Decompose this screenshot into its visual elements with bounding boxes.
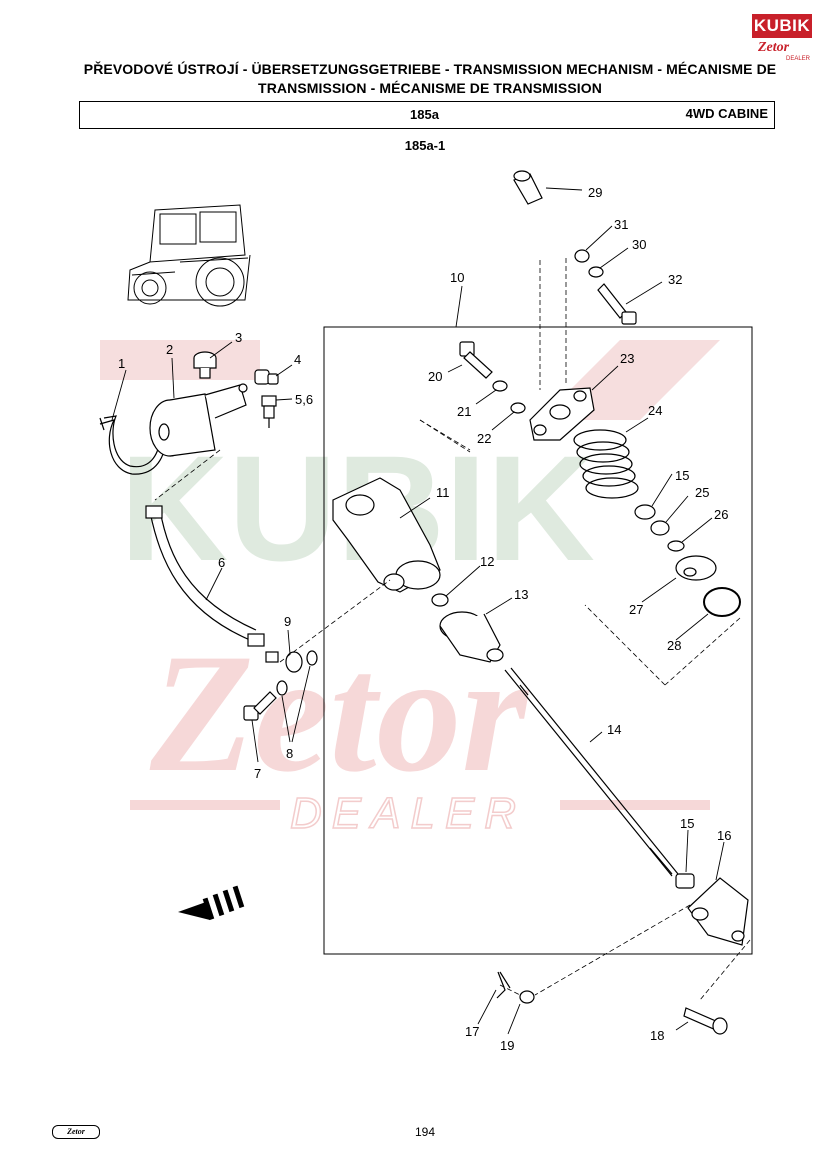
part-15-nut-lower	[675, 873, 695, 889]
callout-32: 32	[668, 272, 682, 287]
callout-22: 22	[477, 431, 491, 446]
callout-3: 3	[235, 330, 242, 345]
part-13-boot	[439, 611, 504, 663]
leader-lines	[111, 187, 725, 1035]
part-11-housing	[332, 477, 441, 593]
part-3-cap	[193, 351, 217, 379]
callout-6: 6	[218, 555, 225, 570]
part-29-cap	[513, 170, 543, 205]
callout-24: 24	[648, 403, 662, 418]
watermark-block	[100, 340, 260, 380]
callout-20: 20	[428, 369, 442, 384]
part-25-nut	[650, 520, 670, 536]
callout-10: 10	[450, 270, 464, 285]
assembly-dash-lines	[154, 258, 751, 1001]
part-20-bolt	[459, 341, 493, 379]
part-15-nut-upper	[634, 504, 656, 520]
footer-zetor-logo: Zetor	[52, 1125, 100, 1139]
part-30-washer	[588, 266, 604, 278]
part-16-clevis	[687, 877, 749, 946]
part-6-pipe	[145, 505, 265, 647]
callout-18: 18	[650, 1028, 664, 1043]
direction-arrow-icon	[178, 885, 245, 921]
part-9-banjo	[265, 650, 318, 696]
callout-29: 29	[588, 185, 602, 200]
page-title-line-1: PŘEVODOVÉ ÚSTROJÍ - ÜBERSETZUNGSGETRIEBE…	[83, 61, 777, 77]
kubik-zetor-logo: KUBIK Zetor DEALER	[752, 14, 812, 64]
callout-21: 21	[457, 404, 471, 419]
part-7-bolt	[243, 691, 277, 721]
callout-13: 13	[514, 587, 528, 602]
part-23-flange	[529, 387, 595, 441]
part-14-rod	[504, 667, 679, 877]
logo-tag: DEALER	[786, 56, 811, 62]
callout-25: 25	[695, 485, 709, 500]
callout-26: 26	[714, 507, 728, 522]
callout-8: 8	[286, 746, 293, 761]
section-header-box: 185a 4WD CABINE	[79, 101, 775, 129]
section-code: 185a	[410, 107, 439, 122]
logo-brand: KUBIK	[752, 14, 812, 38]
page-number: 194	[414, 1125, 436, 1139]
part-28-o-ring	[703, 587, 741, 617]
callout-30: 30	[632, 237, 646, 252]
callout-31: 31	[614, 217, 628, 232]
callout-labels: 1 2 3 4 5,6 6 7 8 9 10 11 12 13 14 15 15…	[118, 185, 731, 1053]
part-31-nut	[574, 249, 590, 263]
callout-7: 7	[254, 766, 261, 781]
section-variant: 4WD CABINE	[685, 106, 768, 121]
callout-28: 28	[667, 638, 681, 653]
callout-11: 11	[436, 485, 450, 500]
callout-14: 14	[607, 722, 621, 737]
part-4-elbow	[254, 369, 279, 385]
callout-12: 12	[480, 554, 494, 569]
callout-15-lower: 15	[680, 816, 694, 831]
part-5-6-fitting	[261, 395, 277, 428]
callout-16: 16	[717, 828, 731, 843]
logo-sub: Zetor	[758, 40, 790, 55]
tractor-illustration	[127, 204, 251, 307]
callout-4: 4	[294, 352, 301, 367]
assembly-10-frame	[323, 326, 753, 955]
callout-5-6: 5,6	[295, 392, 313, 407]
part-21-washer	[492, 380, 508, 392]
callout-9: 9	[284, 614, 291, 629]
callout-19: 19	[500, 1038, 514, 1053]
part-27-cup	[675, 555, 717, 581]
callout-27: 27	[629, 602, 643, 617]
callout-1: 1	[118, 356, 125, 371]
page-title-line-2: TRANSMISSION - MÉCANISME DE TRANSMISSION	[258, 80, 602, 96]
part-12-ring	[431, 593, 449, 607]
callout-15-upper: 15	[675, 468, 689, 483]
part-17-cotter-pin	[496, 971, 511, 999]
part-22-washer	[510, 402, 526, 414]
callout-23: 23	[620, 351, 634, 366]
watermark-tag: DEALER	[290, 789, 526, 838]
part-32-bolt	[597, 283, 637, 325]
part-26-washer	[667, 540, 685, 552]
subfigure-code: 185a-1	[404, 138, 446, 153]
part-19-washer	[519, 990, 535, 1004]
part-24-spring	[573, 429, 639, 499]
watermark-bar-right	[560, 800, 710, 810]
watermark-bar-left	[130, 800, 280, 810]
part-18-pin	[683, 1007, 728, 1035]
callout-2: 2	[166, 342, 173, 357]
callout-17: 17	[465, 1024, 479, 1039]
part-2-cylinder	[149, 383, 248, 457]
